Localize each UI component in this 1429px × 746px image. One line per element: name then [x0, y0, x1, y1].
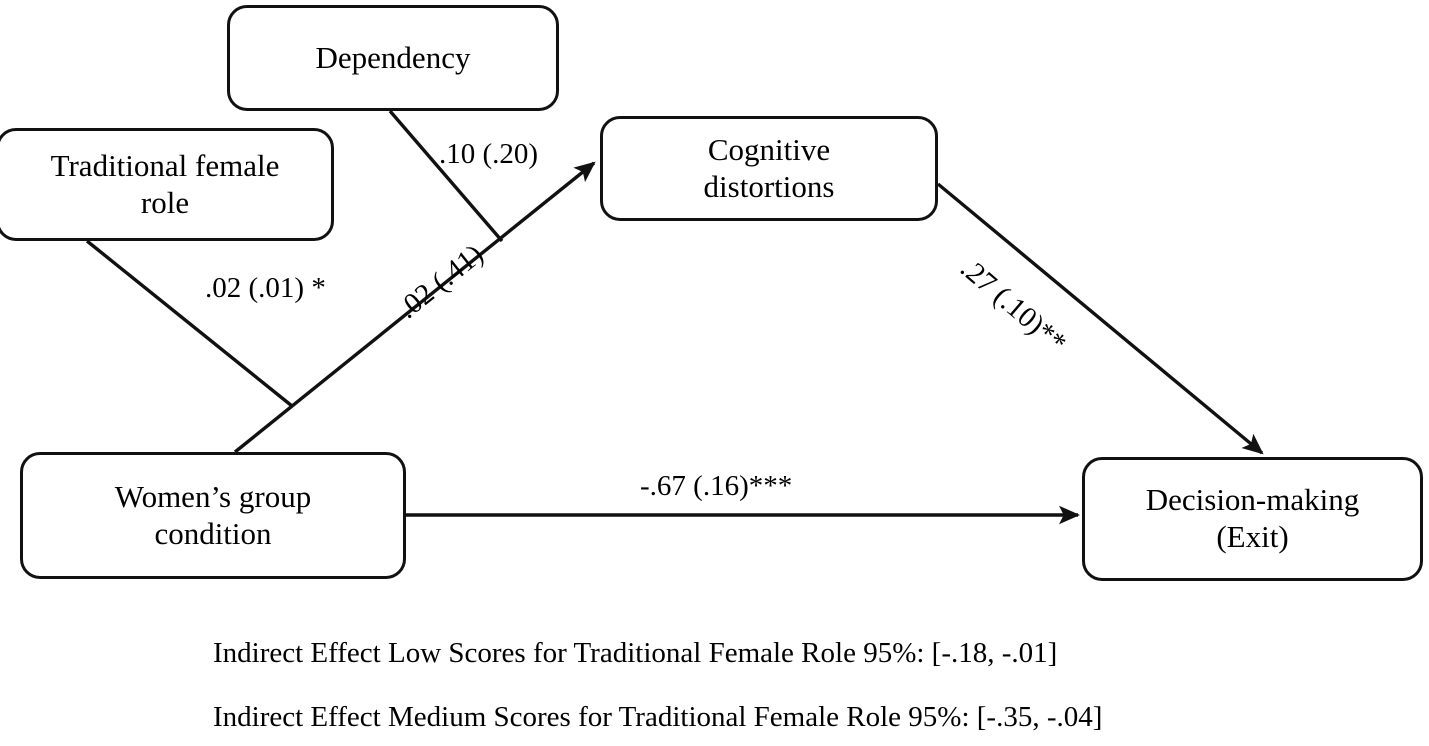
footnote-indirect-effect-low: Indirect Effect Low Scores for Tradition…	[213, 637, 1058, 669]
node-dependency-label: Dependency	[315, 39, 471, 75]
node-decision-making[interactable]: Decision-making (Exit)	[1082, 457, 1423, 581]
edge-label-b-path: .27 (.10)**	[954, 252, 1073, 360]
node-decision-making-label: Decision-making (Exit)	[1145, 482, 1360, 554]
edge-label-dependency-path: .10 (.20)	[439, 138, 539, 170]
node-womens-group-condition[interactable]: Women’s group condition	[20, 452, 406, 579]
node-cognitive-distortions[interactable]: Cognitive distortions	[600, 116, 938, 221]
edge-b-path	[936, 182, 1264, 455]
node-traditional-female-role[interactable]: Traditional female role	[0, 128, 334, 241]
edge-label-a-path: .02 (.41)	[392, 238, 490, 326]
edge-dependency-path	[388, 109, 504, 243]
node-womens-group-condition-label: Women’s group condition	[114, 478, 312, 551]
node-traditional-female-role-label: Traditional female role	[50, 147, 280, 220]
node-cognitive-distortions-label: Cognitive distortions	[703, 131, 835, 204]
footnote-indirect-effect-medium: Indirect Effect Medium Scores for Tradit…	[213, 701, 1103, 733]
edge-label-tfr-path: .02 (.01) *	[205, 272, 326, 304]
edge-label-c-path: -.67 (.16)***	[640, 470, 793, 502]
node-dependency[interactable]: Dependency	[227, 5, 559, 111]
edge-tfr-path	[85, 239, 294, 408]
